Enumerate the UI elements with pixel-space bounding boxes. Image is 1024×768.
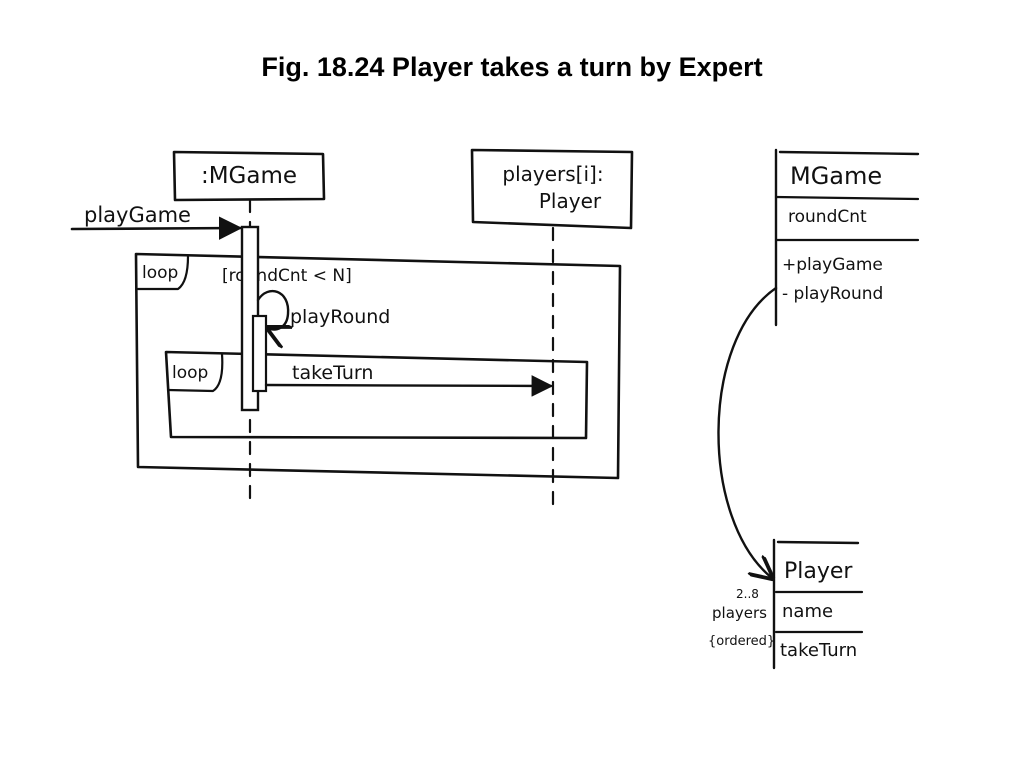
class-mgame-name: MGame [790, 162, 882, 190]
class-mgame-operation-1: +playGame [782, 255, 883, 275]
class-player: Player name takeTurn [772, 538, 864, 670]
class-player-operation: takeTurn [780, 640, 857, 661]
association-players: 2..8 players {ordered} [708, 286, 776, 649]
play-game-arrow [70, 216, 243, 240]
lifeline-player: players[i]: Player [470, 148, 634, 508]
play-game-label: playGame [84, 203, 191, 227]
lifeline-mgame-label: :MGame [201, 163, 297, 189]
class-player-top-edge [776, 540, 860, 545]
take-turn-arrow [264, 375, 554, 397]
class-mgame-divider-1 [774, 195, 920, 201]
class-mgame-attribute: roundCnt [788, 207, 867, 227]
association-multiplicity: 2..8 [736, 587, 759, 601]
figure-title: Fig. 18.24 Player takes a turn by Expert [261, 52, 763, 82]
association-constraint: {ordered} [708, 634, 775, 649]
class-mgame: MGame roundCnt +playGame - playRound [774, 148, 920, 327]
message-play-round: playRound [256, 289, 390, 329]
outer-loop-frame [134, 252, 622, 480]
outer-loop-tag: loop [142, 263, 178, 283]
take-turn-label: takeTurn [292, 362, 373, 384]
inner-loop-fragment: loop [164, 350, 589, 440]
play-round-arrow [256, 289, 288, 329]
lifeline-player-label-line1: players[i]: [502, 162, 603, 186]
inner-loop-tag-box [166, 352, 224, 393]
class-player-attribute: name [782, 601, 833, 622]
class-mgame-top-edge [778, 150, 920, 156]
lifeline-player-box [470, 148, 634, 230]
message-play-game: playGame [70, 203, 243, 240]
outer-loop-fragment: loop [roundCnt < N] [134, 252, 622, 480]
class-player-name: Player [784, 559, 853, 584]
inner-loop-frame [164, 350, 589, 440]
association-line [717, 286, 776, 578]
lifeline-mgame-box [172, 150, 326, 202]
lifeline-mgame: :MGame [172, 150, 326, 500]
play-round-label: playRound [290, 306, 390, 328]
outer-loop-tag-box [136, 254, 190, 291]
class-mgame-operation-2: - playRound [782, 284, 883, 304]
lifeline-player-label-line2: Player [539, 189, 602, 213]
mgame-nested-activation-bar [251, 314, 268, 393]
message-take-turn: takeTurn [264, 362, 554, 397]
association-role: players [712, 604, 767, 622]
inner-loop-tag: loop [172, 363, 208, 383]
